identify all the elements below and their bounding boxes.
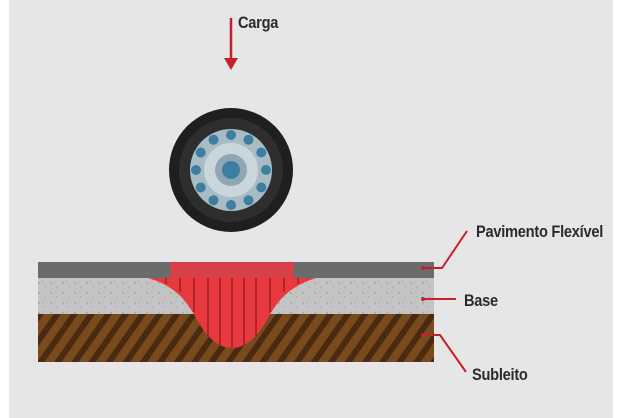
base-layer-label: Base bbox=[464, 291, 498, 310]
subleito-leader bbox=[421, 333, 467, 373]
subgrade-layer-label: Subleito bbox=[472, 365, 528, 384]
load-arrow bbox=[224, 18, 238, 70]
pavimento-leader bbox=[421, 230, 468, 270]
load-label: Carga bbox=[238, 13, 279, 32]
stress-lines bbox=[165, 278, 299, 348]
wheel-icon bbox=[169, 108, 293, 232]
stress-top-band bbox=[170, 262, 294, 278]
surface-layer-label: Pavimento Flexível bbox=[476, 222, 603, 241]
base-leader bbox=[421, 297, 456, 301]
